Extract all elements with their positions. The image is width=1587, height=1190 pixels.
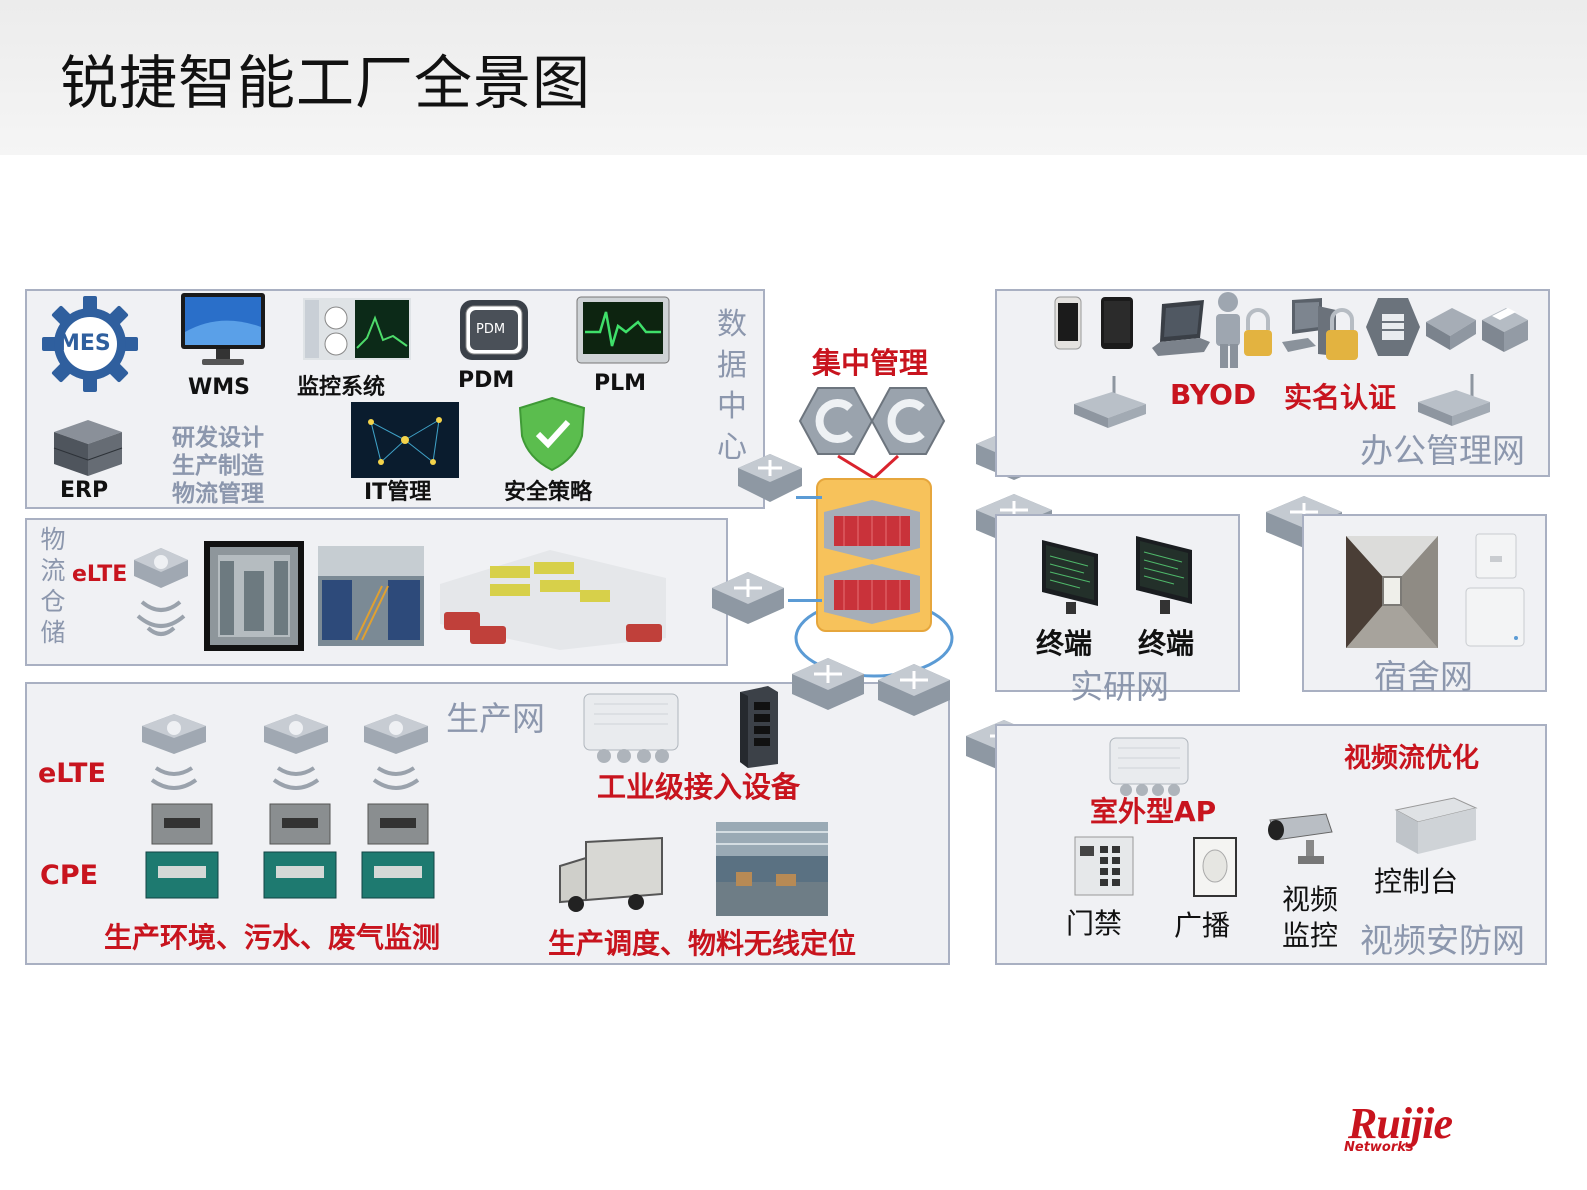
header-band (0, 0, 1587, 155)
outdoor-ap-label: 室外型AP (1090, 795, 1217, 828)
warehouse-floorplan-image (440, 550, 666, 650)
wireless-ap-icon (134, 548, 188, 636)
real-name-auth-label: 实名认证 (1284, 381, 1397, 414)
desktop-pc-icon (1282, 298, 1336, 356)
switch-icon (712, 572, 784, 624)
smartphone-icon (1054, 296, 1082, 350)
mes-label: MES (58, 331, 111, 356)
link-line (788, 599, 822, 602)
pdm-label: PDM (458, 368, 515, 393)
plm-monitor-icon (576, 296, 670, 364)
panel-lab (995, 514, 1240, 692)
terminal-label: 终端 (1036, 627, 1093, 660)
monitor-system-label: 监控系统 (297, 375, 386, 400)
function-rd: 研发设计 (172, 425, 264, 451)
cpe-device-icon (361, 803, 435, 899)
function-production: 生产制造 (172, 453, 264, 479)
section-label-lab: 实研网 (1070, 667, 1169, 706)
security-policy-label: 安全策略 (504, 480, 593, 505)
desktop-monitor-icon (181, 293, 265, 365)
section-label-data-center: 数据中心 (717, 307, 747, 465)
controller-icon (870, 387, 946, 455)
shield-icon (518, 396, 586, 472)
camera-icon (1268, 813, 1333, 864)
section-label-production: 生产网 (446, 699, 545, 738)
cpe-device-icon (263, 803, 337, 899)
elte-ap-icon (264, 714, 328, 790)
gear-icon (42, 296, 138, 392)
section-label-logistics: 物流仓储 (40, 525, 66, 647)
truck-icon (559, 836, 663, 912)
firewall-icon (1366, 298, 1420, 356)
byod-label: BYOD (1170, 378, 1257, 411)
video-monitoring-line-1: 视频 (1282, 883, 1339, 916)
industrial-switch-icon (740, 686, 778, 768)
terminal-label: 终端 (1138, 627, 1195, 660)
ceiling-ap-icon (1465, 587, 1525, 647)
wireless-router-icon (1418, 374, 1490, 426)
brand-logo: Ruijie (1348, 1099, 1453, 1148)
outdoor-ap-device-icon (583, 693, 679, 763)
laptop-icon (1152, 300, 1210, 356)
video-monitoring-line-2: 监控 (1282, 919, 1339, 952)
industrial-access-label: 工业级接入设备 (597, 770, 801, 804)
keypad-icon (1074, 836, 1134, 896)
function-logistics: 物流管理 (172, 481, 264, 507)
production-cpe-label: CPE (40, 860, 99, 891)
env-monitor-label: 生产环境、污水、废气监测 (104, 921, 441, 954)
core-switch-icon (824, 500, 920, 560)
elte-ap-icon (142, 714, 206, 790)
brand-logo-sub: Networks (1344, 1140, 1414, 1155)
terminal-monitor-icon (1042, 540, 1098, 614)
dispatch-positioning-label: 生产调度、物料无线定位 (548, 927, 857, 960)
corridor-photo (1346, 536, 1438, 648)
wireless-router-icon (1074, 376, 1146, 428)
lock-icon (1326, 308, 1358, 360)
console-label: 控制台 (1374, 865, 1459, 898)
broadcast-label: 广播 (1174, 909, 1231, 942)
door-access-label: 门禁 (1066, 907, 1123, 940)
tablet-icon (1101, 297, 1133, 349)
central-management-label: 集中管理 (812, 346, 929, 380)
warehouse-photo (204, 541, 304, 651)
speaker-icon (1193, 837, 1237, 897)
pdm-chip-text: PDM (476, 322, 506, 337)
user-lock-icon (1216, 292, 1272, 368)
console-desk-icon (1394, 797, 1478, 854)
switch-icon (738, 454, 802, 502)
link-line (796, 496, 822, 499)
printer-icon (1482, 308, 1528, 352)
plm-label: PLM (594, 371, 647, 396)
outdoor-ap-device-icon (1109, 737, 1189, 796)
chip-icon (460, 300, 528, 360)
network-topology-icon (351, 402, 459, 478)
section-label-dorm: 宿舍网 (1374, 657, 1473, 696)
wall-ap-icon (1475, 533, 1517, 579)
switch-icon (878, 664, 950, 716)
switch-icon (792, 658, 864, 710)
core-switch-icon (824, 564, 920, 624)
elte-ap-icon (364, 714, 428, 790)
monitor-dashboard-icon (303, 298, 411, 360)
server-icon (53, 420, 123, 476)
logistics-elte-label: eLTE (72, 562, 128, 587)
warehouse-shelves-photo (318, 546, 424, 646)
video-optimize-label: 视频流优化 (1344, 743, 1479, 774)
phone-icon (1426, 308, 1476, 350)
production-elte-label: eLTE (38, 758, 106, 789)
controller-icon (798, 387, 874, 455)
section-label-video: 视频安防网 (1360, 921, 1525, 960)
it-management-label: IT管理 (364, 480, 432, 505)
wms-label: WMS (188, 375, 251, 400)
page-title: 锐捷智能工厂全景图 (60, 49, 592, 117)
section-label-office: 办公管理网 (1360, 431, 1525, 470)
erp-label: ERP (60, 478, 109, 503)
terminal-monitor-icon (1136, 536, 1192, 614)
cpe-device-icon (145, 803, 219, 899)
factory-floor-photo (716, 822, 828, 916)
